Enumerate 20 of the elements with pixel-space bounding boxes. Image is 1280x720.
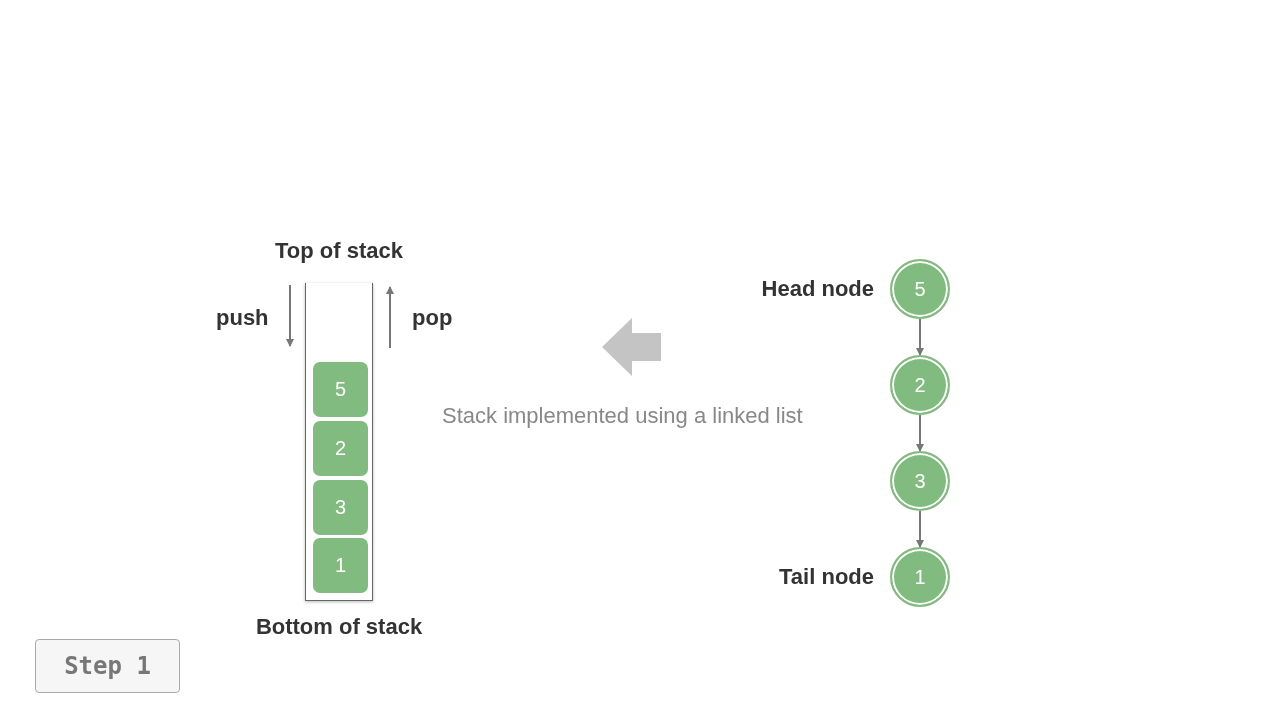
arrow xyxy=(916,510,924,548)
stack-element: 3 xyxy=(313,480,368,535)
stack-element: 2 xyxy=(313,421,368,476)
stack-container xyxy=(305,283,373,601)
operation-label: push xyxy=(216,305,269,331)
list-node-circle: 2 xyxy=(890,355,950,415)
list-node-circle: 3 xyxy=(890,451,950,511)
node-caption: Tail node xyxy=(779,564,874,590)
operation-label: pop xyxy=(412,305,453,331)
caption-text: Stack implemented using a linked list xyxy=(442,403,803,429)
stack-element: 1 xyxy=(313,538,368,593)
list-node-circle: 5 xyxy=(890,259,950,319)
top-caption: Top of stack xyxy=(274,238,404,264)
list-node-circle: 1 xyxy=(890,547,950,607)
step-label: Step 1 xyxy=(35,639,180,693)
stack-element: 5 xyxy=(313,362,368,417)
bottom-caption: Bottom of stack xyxy=(254,614,424,640)
arrow xyxy=(916,318,924,356)
arrow xyxy=(916,414,924,452)
node-caption: Head node xyxy=(761,276,874,302)
